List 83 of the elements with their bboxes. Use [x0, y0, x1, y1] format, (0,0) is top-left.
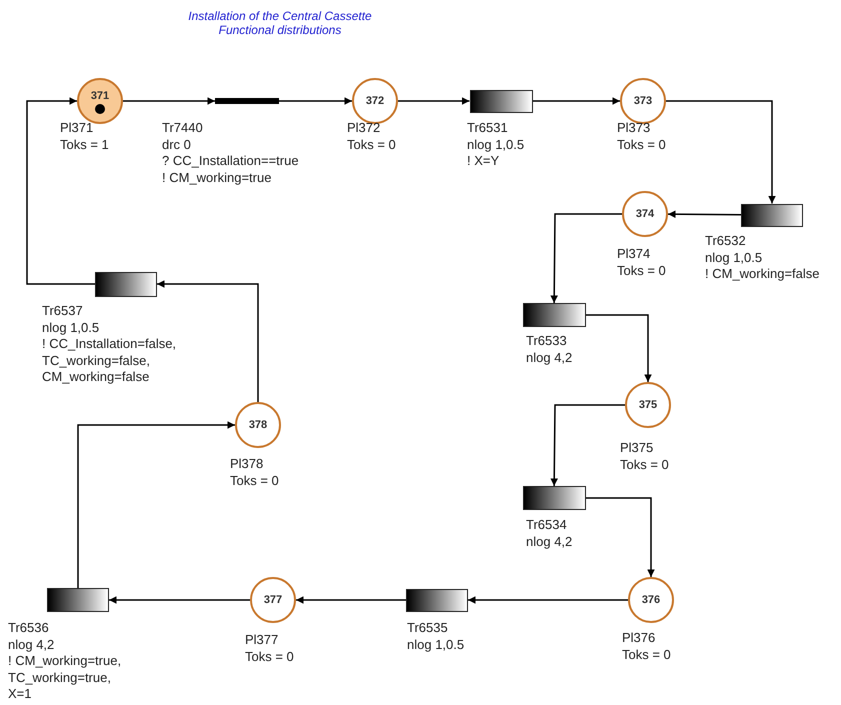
- transition-label: ! CM_working=true,: [8, 653, 122, 670]
- transition-label: CM_working=false: [42, 369, 150, 386]
- place-label: Pl373: [617, 120, 650, 136]
- place-label: Toks = 0: [620, 456, 669, 473]
- transition-label: drc 0: [162, 136, 191, 153]
- arrow: [157, 280, 259, 402]
- place-label: Toks = 0: [245, 648, 294, 665]
- transition-box: [522, 486, 586, 510]
- place-label: Pl371: [60, 120, 94, 136]
- transition-label: Tr6536: [8, 620, 49, 636]
- transition-box: [406, 588, 468, 612]
- arrow: [532, 97, 620, 105]
- transition-label: ! CC_Installation=false,: [42, 336, 176, 352]
- place-circle: [622, 191, 668, 237]
- arrow: [550, 213, 622, 303]
- transition-label: TC_working=false,: [42, 352, 150, 369]
- transition-label: ! X=Y: [467, 153, 500, 170]
- place-number: 375: [638, 399, 658, 411]
- transition-label: Tr6531: [467, 120, 508, 136]
- place-label: Toks = 0: [617, 262, 666, 279]
- arrow: [109, 596, 250, 604]
- transition-box: [522, 303, 586, 327]
- transition-label: nlog 4,2: [526, 534, 572, 550]
- arrow: [468, 596, 628, 604]
- place-circle: [235, 402, 281, 448]
- place-label: Toks = 0: [622, 646, 671, 663]
- transition-box: [47, 588, 109, 612]
- place-label: Pl375: [620, 440, 654, 456]
- diagram-title: Installation of the Central Cassette Functional distributions: [187, 9, 373, 37]
- place-circle: [625, 382, 671, 428]
- arrow: [398, 97, 470, 105]
- transition-label: nlog 4,2: [8, 636, 54, 653]
- place-circle: [77, 78, 123, 124]
- place-circle: [620, 78, 666, 124]
- arrow: [666, 100, 776, 204]
- arrow: [586, 314, 652, 382]
- arrow: [279, 97, 352, 105]
- transition-label: nlog 4,2: [526, 350, 572, 366]
- transition-bar: [215, 98, 279, 104]
- arrow: [550, 404, 625, 486]
- transition-label: TC_working=true,: [8, 670, 111, 686]
- arrow: [123, 97, 215, 105]
- place-label: Pl377: [245, 632, 278, 648]
- place-circle: [352, 78, 398, 124]
- transition-label: Tr6535: [407, 620, 448, 636]
- place-number: 371: [90, 90, 110, 102]
- place-label: Toks = 0: [617, 136, 666, 153]
- transition-label: ! CM_working=true: [162, 170, 272, 186]
- transition-label: nlog 1,0.5: [467, 136, 524, 153]
- place-number: 376: [642, 594, 660, 606]
- transition-box: [741, 204, 803, 226]
- place-circle: [250, 577, 296, 623]
- transition-label: ? CC_Installation==true: [162, 153, 299, 170]
- transition-label: Tr6534: [526, 517, 567, 534]
- place-label: Toks = 0: [230, 472, 279, 489]
- transition-label: X=1: [8, 686, 32, 702]
- place-label: Toks = 0: [347, 136, 396, 153]
- transition-label: Tr6532: [705, 233, 746, 250]
- transition-label: nlog 1,0.5: [705, 250, 762, 266]
- place-label: Pl372: [347, 120, 380, 136]
- arrow: [586, 497, 655, 577]
- place-number: 374: [636, 208, 654, 220]
- place-number: 373: [634, 95, 652, 107]
- transition-box: [470, 90, 532, 112]
- place-label: Pl376: [622, 630, 656, 646]
- place-number: 372: [366, 95, 384, 107]
- place-label: Toks = 1: [60, 136, 109, 153]
- transition-label: nlog 1,0.5: [407, 636, 464, 653]
- transition-label: Tr7440: [162, 120, 203, 136]
- place-label: Pl378: [230, 456, 264, 472]
- transition-label: nlog 1,0.5: [42, 320, 100, 336]
- arrow: [26, 97, 95, 285]
- transition-label: ! CM_working=false: [705, 266, 820, 282]
- transition-box: [95, 272, 157, 296]
- place-circle: [628, 577, 674, 623]
- arrow: [668, 210, 741, 218]
- place-number: 378: [248, 419, 268, 431]
- arrow: [296, 596, 406, 604]
- transition-label: Tr6537: [42, 303, 83, 320]
- transition-label: Tr6533: [526, 333, 567, 350]
- arrow: [77, 421, 235, 588]
- place-number: 377: [264, 594, 282, 606]
- place-label: Pl374: [617, 246, 650, 262]
